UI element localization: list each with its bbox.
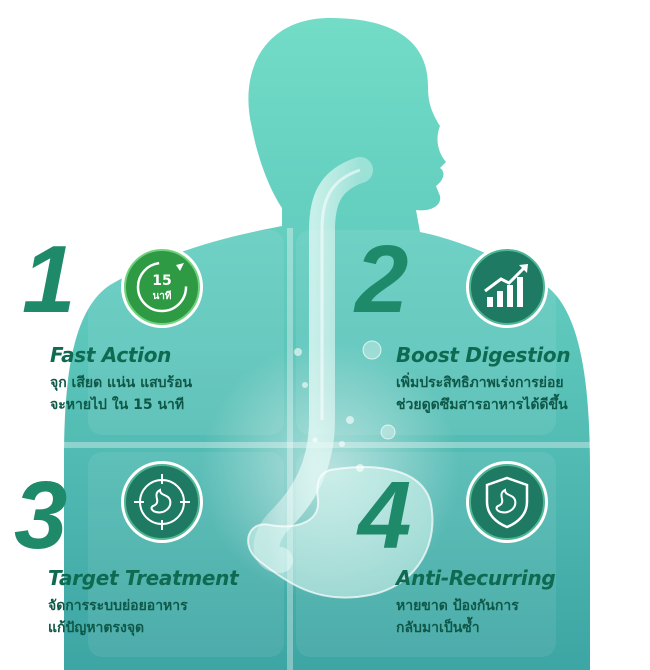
feature-title-4: Anti-Recurring xyxy=(396,566,556,590)
feature-desc-line: เพิ่มประสิทธิภาพเร่งการย่อย xyxy=(396,375,564,391)
feature-desc-line: ช่วยดูดซึมสารอาหารได้ดีขึ้น xyxy=(396,397,568,413)
feature-number-2: 2 xyxy=(355,226,409,333)
timer-15-minutes-icon: 15 นาที xyxy=(121,246,203,328)
badge-text-top: 15 xyxy=(152,273,171,289)
stomach-shield-icon xyxy=(466,461,548,543)
feature-desc-line: จัดการระบบย่อยอาหาร xyxy=(48,598,188,614)
feature-number-3: 3 xyxy=(14,462,68,569)
feature-number-4: 4 xyxy=(358,462,412,569)
feature-number-1: 1 xyxy=(22,226,76,333)
feature-desc-2: เพิ่มประสิทธิภาพเร่งการย่อย ช่วยดูดซึมสา… xyxy=(396,372,568,416)
stomach-target-icon xyxy=(121,461,203,543)
feature-title-2: Boost Digestion xyxy=(396,343,571,367)
feature-title-1: Fast Action xyxy=(50,343,172,367)
feature-desc-line: กลับมาเป็นซ้ำ xyxy=(396,620,480,636)
feature-title-3: Target Treatment xyxy=(48,566,239,590)
feature-desc-line: จุก เสียด แน่น แสบร้อน xyxy=(50,375,193,391)
stomach xyxy=(247,466,434,599)
feature-desc-1: จุก เสียด แน่น แสบร้อน จะหายไป ใน 15 นาท… xyxy=(50,372,192,416)
growth-chart-icon xyxy=(466,246,548,328)
feature-desc-line: แก้ปัญหาตรงจุด xyxy=(48,620,145,636)
feature-desc-line: หายขาด ป้องกันการ xyxy=(396,598,519,614)
feature-desc-line: จะหายไป ใน 15 นาที xyxy=(50,397,185,413)
feature-desc-3: จัดการระบบย่อยอาหาร แก้ปัญหาตรงจุด xyxy=(48,595,188,639)
badge-text-bottom: นาที xyxy=(152,290,171,302)
feature-desc-4: หายขาด ป้องกันการ กลับมาเป็นซ้ำ xyxy=(396,595,519,639)
